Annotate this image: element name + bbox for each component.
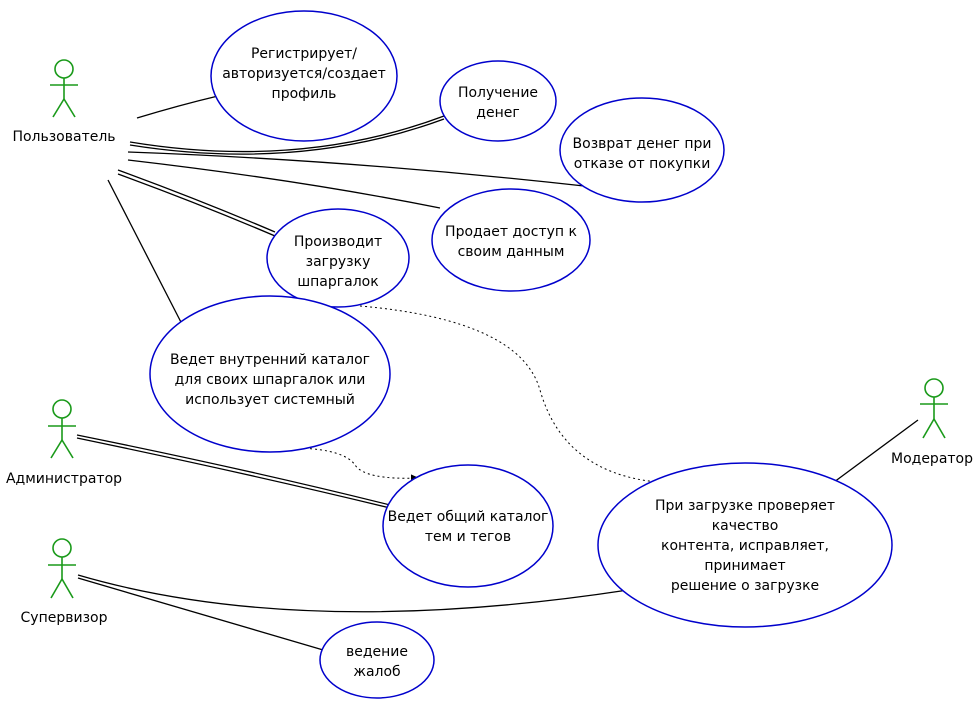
assoc-user-sell [127,159,441,209]
actor-admin-figure [48,399,76,459]
use-case-upload: Производит загрузку шпаргалок [293,234,383,290]
use-case-register: Регистрирует/ авторизуется/создает профи… [222,46,386,102]
ellipse-complaints [319,621,435,699]
assoc-user-catalog [107,179,186,331]
assoc-user-upload-2 [117,173,276,237]
assoc-user-money-2 [129,118,445,155]
actor-admin-label: Администратор [5,471,123,487]
dependencies [299,305,671,487]
use-case-money: Получение денег [457,85,539,121]
use-case-catalog: Ведет внутренний каталог для своих шпарг… [169,352,371,408]
ellipse-sell [431,188,591,292]
ellipse-register [210,10,398,142]
associations [76,95,919,653]
assoc-user-upload [117,169,276,233]
use-case-refund: Возврат денег при отказе от покупки [572,136,712,172]
dep-catalog-common [299,447,419,483]
use-case-complaints: ведение жалоб [345,644,409,680]
assoc-admin-common-catalog [76,434,391,506]
ellipse-catalog [149,295,391,453]
actor-user-figure [50,59,78,118]
assoc-user-refund [127,151,585,187]
use-case-moderate: При загрузке проверяет качество контента… [654,498,836,594]
assoc-supervisor-complaints [77,577,331,653]
actor-moderator-label: Модератор [890,451,974,467]
assoc-supervisor-moderate [77,574,629,613]
actor-moderator-figure [920,378,948,439]
actor-supervisor-label: Супервизор [20,610,108,626]
ellipse-upload [266,208,410,308]
assoc-moderator-moderate [825,419,919,489]
actor-user-label: Пользователь [12,129,116,145]
use-case-ellipses [149,10,893,699]
use-case-sell: Продает доступ к своим данным [445,224,577,260]
ellipse-moderate [597,462,893,628]
ellipse-refund [559,97,725,203]
ellipse-common-catalog [382,464,554,588]
actor-supervisor-figure [48,538,76,599]
assoc-user-money [129,115,445,153]
assoc-user-register [136,95,219,119]
assoc-admin-common-catalog-2 [76,437,391,509]
dep-upload-moderate [359,305,671,487]
ellipse-money [439,60,557,142]
use-case-common-catalog: Ведет общий каталог тем и тегов [387,509,549,545]
